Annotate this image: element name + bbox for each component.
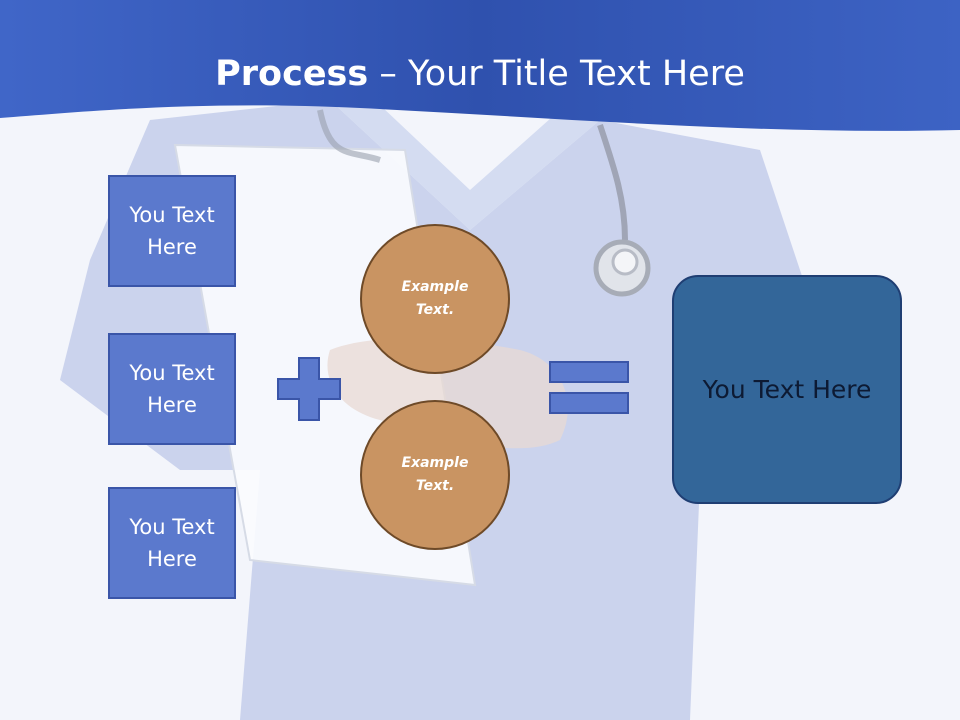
title-rest: – Your Title Text Here [368,54,745,94]
text-box-3-label: You Text Here [129,515,215,571]
text-box-2[interactable]: You Text Here [108,333,236,445]
result-box-label: You Text Here [702,375,872,404]
result-box[interactable]: You Text Here [672,275,902,504]
example-circle-1-label: Example Text. [401,279,469,318]
text-box-1-label: You Text Here [129,203,215,259]
text-box-2-label: You Text Here [129,361,215,417]
text-box-3[interactable]: You Text Here [108,487,236,599]
header-band [0,0,960,131]
example-circle-2-label: Example Text. [401,455,469,494]
page-title: Process – Your Title Text Here [0,50,960,98]
equals-icon [549,361,629,414]
plus-icon [277,357,341,421]
text-box-1[interactable]: You Text Here [108,175,236,287]
example-circle-1[interactable]: Example Text. [360,224,510,374]
title-bold: Process [215,54,369,94]
example-circle-2[interactable]: Example Text. [360,400,510,550]
